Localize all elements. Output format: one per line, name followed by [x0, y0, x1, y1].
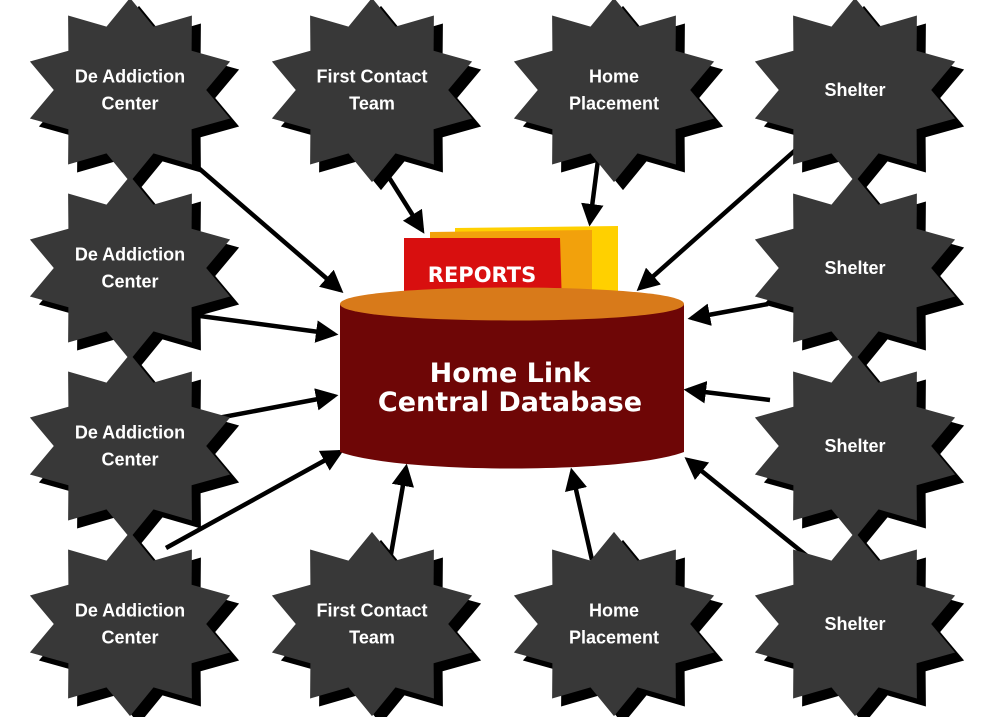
arrow-shelter-2-to-database [687, 301, 769, 326]
node-star-shape [29, 531, 231, 717]
node-star-shape [513, 531, 715, 717]
node-label-line-1: Shelter [824, 80, 885, 100]
arrow-shelter-4-to-database [684, 457, 814, 562]
arrow-shelter-3-to-database [683, 381, 771, 404]
node-label-line-1: Shelter [824, 436, 885, 456]
node-label-line-1: De Addiction [75, 245, 185, 265]
node-star-shape [754, 0, 956, 183]
node-star-shape [29, 353, 231, 539]
node-label-line-1: Home [589, 601, 639, 621]
node-label-line-1: Shelter [824, 258, 885, 278]
node-label-line-1: De Addiction [75, 67, 185, 87]
node-label-line-1: De Addiction [75, 601, 185, 621]
arrow-de-addiction-2-to-database [199, 313, 339, 343]
database-title-line2: Central Database [378, 387, 642, 418]
arrow-home-placement-2-to-database [565, 467, 595, 561]
node-label-line-2: Placement [569, 94, 659, 114]
database-cylinder-body [340, 304, 684, 469]
node-star-shape [271, 0, 473, 183]
arrow-home-placement-1-to-database [581, 159, 604, 227]
node-star-shape [513, 0, 715, 183]
arrow-de-addiction-1-to-database [178, 150, 344, 293]
arrow-de-addiction-3-to-database [217, 388, 339, 421]
node-label-line-1: First Contact [316, 601, 427, 621]
node-label-line-1: Shelter [824, 614, 885, 634]
node-label-line-2: Center [101, 272, 158, 292]
central-database: REPORTS Home Link Central Database [340, 226, 684, 469]
node-label-line-1: First Contact [316, 67, 427, 87]
node-shelter-3: Shelter [754, 353, 965, 547]
node-shelter-4: Shelter [754, 531, 965, 717]
node-label-line-2: Team [349, 94, 395, 114]
node-label-line-2: Center [101, 628, 158, 648]
arrow-shelter-1-to-database [636, 144, 802, 291]
node-label-line-2: Center [101, 94, 158, 114]
node-label-line-2: Center [101, 450, 158, 470]
arrow-first-contact-2-to-database [387, 463, 414, 561]
node-label-line-2: Placement [569, 628, 659, 648]
database-title-line1: Home Link [430, 358, 592, 389]
node-star-shape [754, 531, 956, 717]
node-shelter-2: Shelter [754, 175, 965, 369]
node-star-shape [754, 353, 956, 539]
node-star-shape [754, 175, 956, 361]
node-star-shape [271, 531, 473, 717]
node-label-line-2: Team [349, 628, 395, 648]
reports-label: REPORTS [428, 263, 536, 287]
arrows-layer [164, 144, 814, 562]
arrow-de-addiction-4-to-database [164, 449, 344, 550]
node-star-shape [29, 0, 231, 183]
node-label-line-1: Home [589, 67, 639, 87]
node-star-shape [29, 175, 231, 361]
node-shelter-1: Shelter [754, 0, 965, 191]
database-cylinder-top [340, 287, 684, 321]
node-label-line-1: De Addiction [75, 423, 185, 443]
